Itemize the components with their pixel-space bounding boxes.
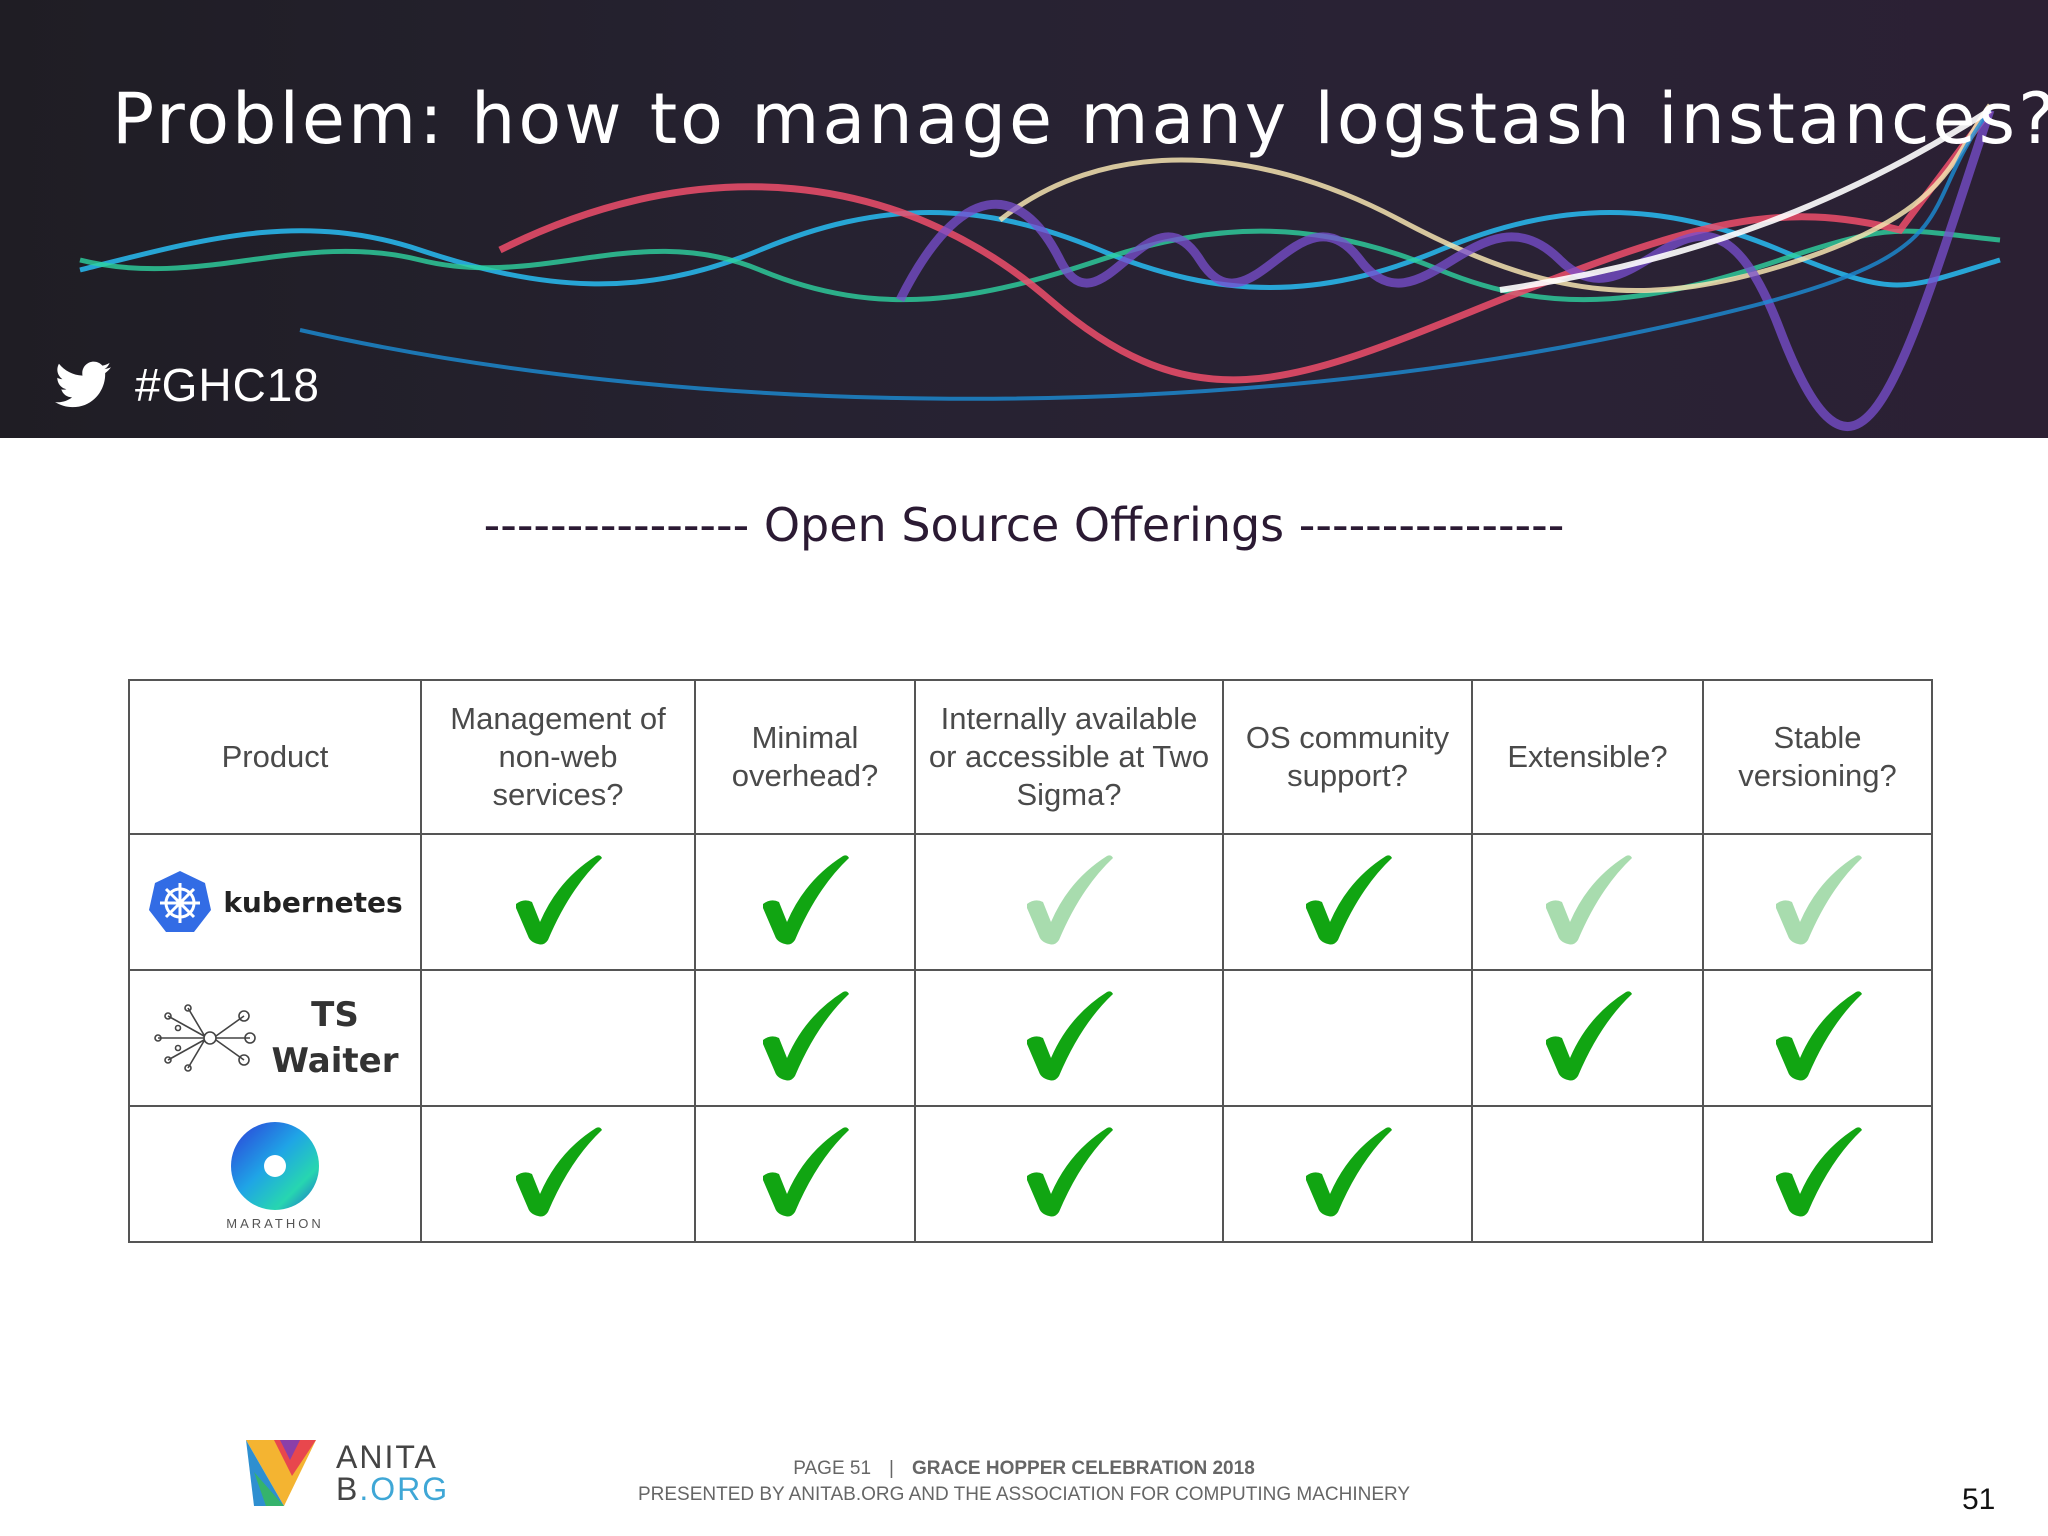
checkmark-icon [1770,1124,1866,1220]
cell-check [1702,969,1933,1107]
cell-check [694,1105,916,1243]
cell-check [420,969,696,1107]
cell-check [1702,833,1933,971]
footer-event: GRACE HOPPER CELEBRATION 2018 [911,1458,1255,1479]
checkmark-icon [1021,1124,1117,1220]
cell-check [420,833,696,971]
anitab-logo: ANITA B.ORG [244,1436,449,1510]
header-product: Product [128,679,422,835]
product-name: TS Waiter [271,995,399,1081]
cell-check [1471,833,1704,971]
cell-check [694,833,916,971]
product-name: kubernetes [223,885,403,919]
anitab-triangle-icon [246,1440,316,1506]
checkmark-icon [1540,852,1636,948]
header-extensible: Extensible? [1471,679,1704,835]
checkmark-icon [757,988,853,1084]
header-internal: Internally available or accessible at Tw… [914,679,1224,835]
decorative-waves [79,103,2001,431]
marathon-ring-icon [231,1121,319,1210]
table-row: TS Waiter [128,969,1933,1107]
header-banner: Problem: how to manage many logstash ins… [0,0,2048,438]
footer-text: PAGE 51 | GRACE HOPPER CELEBRATION 2018 PR… [0,1456,2048,1508]
checkmark-icon [757,852,853,948]
checkmark-icon [1540,988,1636,1084]
checkmark-icon [1770,852,1866,948]
cell-check [1471,1105,1704,1243]
cell-check [1702,1105,1933,1243]
checkmark-icon [510,1124,606,1220]
product-kubernetes: kubernetes [128,833,422,971]
comparison-table: Product Management of non-web services? … [128,679,1933,1243]
cell-check [914,833,1224,971]
checkmark-icon [1300,1124,1396,1220]
table-row: MARATHON [128,1105,1933,1243]
hashtag-text: #GHC18 [135,359,320,411]
cell-check [914,1105,1224,1243]
header-management: Management of non-web services? [420,679,696,835]
cell-check [1222,1105,1473,1243]
product-ts-waiter: TS Waiter [128,969,422,1107]
kubernetes-helm-icon [149,871,212,932]
cell-check [1222,969,1473,1107]
header-overhead: Minimal overhead? [694,679,916,835]
table-row: kubernetes [128,833,1933,971]
checkmark-icon [1021,988,1117,1084]
footer-separator: | [889,1458,894,1479]
cell-check [914,969,1224,1107]
page-number: 51 [1962,1483,1996,1516]
checkmark-icon [510,852,606,948]
cell-check [1222,833,1473,971]
network-nodes-icon [153,1004,256,1072]
checkmark-icon [1770,988,1866,1084]
footer-presented-by: PRESENTED BY ANITAB.ORG AND THE ASSOCIAT… [637,1484,1411,1505]
section-heading: ---------------- Open Source Offerings -… [483,498,1565,552]
checkmark-icon [757,1124,853,1220]
hashtag: #GHC18 [55,355,320,415]
checkmark-icon [1021,852,1117,948]
anitab-wordmark: ANITA B.ORG [336,1439,450,1507]
cell-check [1471,969,1704,1107]
header-community: OS community support? [1222,679,1473,835]
checkmark-icon [1300,852,1396,948]
cell-check [694,969,916,1107]
header-row: Product Management of non-web services? … [128,679,1933,835]
cell-check [420,1105,696,1243]
header-versioning: Stable versioning? [1702,679,1933,835]
product-marathon: MARATHON [128,1105,422,1243]
slide-title: Problem: how to manage many logstash ins… [112,78,2048,160]
footer-page-label: PAGE 51 [793,1458,872,1479]
twitter-bird-icon [55,361,111,408]
product-name: MARATHON [226,1215,324,1231]
